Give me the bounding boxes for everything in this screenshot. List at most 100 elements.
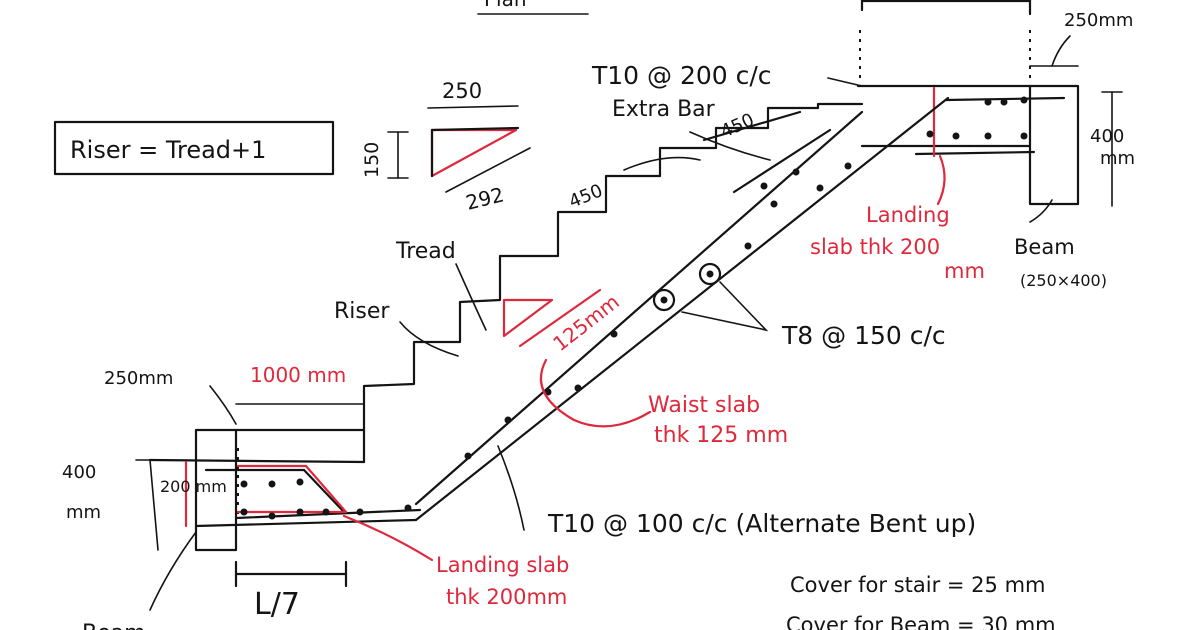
top-beam-size-label: (250×400) [1020,271,1107,290]
bottom-beam-leader [149,531,197,611]
top-beam [1028,84,1080,206]
t8-label: T8 @ 150 c/c [781,321,946,350]
top-landing-label-b: slab thk 200 [810,235,940,259]
plan-label: Plan [484,0,527,11]
bar-dot [660,296,668,304]
bottom-landing-bottom-face [194,518,418,528]
cover-beam-label: Cover for Beam = 30 mm [786,613,1056,630]
bar-dot [464,452,472,460]
extra-bar-leader [689,131,771,161]
top-landing-rebar-bot [914,150,1036,156]
t10-100-label: T10 @ 100 c/c (Alternate Bent up) [547,509,976,538]
bottom-beam-width-label: 250mm [104,368,173,389]
bar-dot [404,504,412,512]
waist-slab-red-leader [539,358,652,428]
l7-label: L/7 [254,587,300,622]
t8-circled-bar-b [698,262,722,286]
bar-dot [240,508,248,516]
waist-125-dim-line [518,288,602,348]
bar-dot [816,184,824,192]
waist-slab-bottom-face [414,96,950,522]
bar-dot [322,508,330,516]
top-landing-red-leader [936,154,946,206]
bar-dot [296,508,304,516]
bottom-beam-depth-dim [149,459,159,551]
dim-450-left: 450 [566,180,606,212]
bottom-beam-depth-a: 400 [62,462,96,483]
dim-150-label: 150 [361,142,383,178]
top-beam-width-leader [1051,35,1071,67]
dim-450-left-leader [623,156,701,171]
dim-292-line [445,147,531,193]
bar-dot [760,182,768,190]
bar-dot [1000,98,1008,106]
bar-dot [984,98,992,106]
dim-250-label: 250 [442,79,482,103]
dim-450-top: 450 [717,109,757,142]
extra-bar-rebar [702,110,802,142]
t8-leader [681,281,769,332]
t8-circled-bar-a [652,288,676,312]
bar-dot [504,416,512,424]
bottom-landing-label-a: Landing slab [436,553,569,577]
bottom-beam-depth-b: mm [66,502,101,523]
tread-riser-triangle [430,128,518,178]
extra-bar-label: Extra Bar [612,97,716,122]
formula-box [53,120,335,176]
bar-dot [984,132,992,140]
bar-dot [744,242,752,250]
bar-dot [844,162,852,170]
bottom-landing-red-leader [342,514,434,562]
bar-dot [792,168,800,176]
bar-dot [926,130,934,138]
bar-dot [610,330,618,338]
bar-dot [952,132,960,140]
bar-dot [706,270,714,278]
bottom-beam-label: Beam [82,621,146,630]
bottom-landing-bent-up [302,468,346,514]
riser-leader [399,321,459,357]
dim-1000-label: 1000 mm [250,363,346,387]
bottom-beam-width-leader [209,385,237,425]
tread-label: Tread [395,239,456,264]
riser-label: Riser [334,299,390,324]
bar-dot [296,478,304,486]
dim-200-bottom-label: 200 mm [160,477,227,496]
top-beam-leader [1029,199,1053,223]
top-landing-label-a: Landing [866,203,950,227]
bottom-landing-label-b: thk 200mm [446,585,567,609]
bar-dot [770,200,778,208]
dim-292-label: 292 [463,182,506,215]
bottom-landing-top-face [148,458,366,464]
waist-slab-label-a: Waist slab [648,393,760,418]
top-landing-label-c: mm [944,259,985,283]
bottom-red-bent-bar [236,464,348,514]
bar-dot [1020,96,1028,104]
formula-text: Riser = Tread+1 [70,136,266,164]
stair-steps-profile [234,102,864,432]
t10-200-label: T10 @ 200 c/c [591,61,772,90]
t10-200-leader [827,77,863,87]
bottom-beam [194,428,238,552]
cover-stair-label: Cover for stair = 25 mm [790,573,1046,597]
stair-reinforcement-line-a [732,128,832,194]
tread-leader [455,263,487,331]
top-beam-depth-a: 400 [1090,126,1124,147]
bar-dot [240,480,248,488]
red-step-triangle [502,298,554,338]
bar-dot [356,508,364,516]
bar-dot [268,480,276,488]
t10-100-leader [497,445,525,531]
top-beam-width-label: 250mm [1064,10,1133,31]
bar-dot [544,388,552,396]
bar-dot [574,384,582,392]
dim-250-line [427,105,519,109]
top-beam-depth-b: mm [1100,148,1135,169]
waist-slab-label-b: thk 125 mm [654,423,788,448]
top-beam-label: Beam [1014,235,1075,259]
bar-dot [1020,132,1028,140]
triangle-top-line [430,126,520,132]
waist-slab-top-face [414,110,864,506]
